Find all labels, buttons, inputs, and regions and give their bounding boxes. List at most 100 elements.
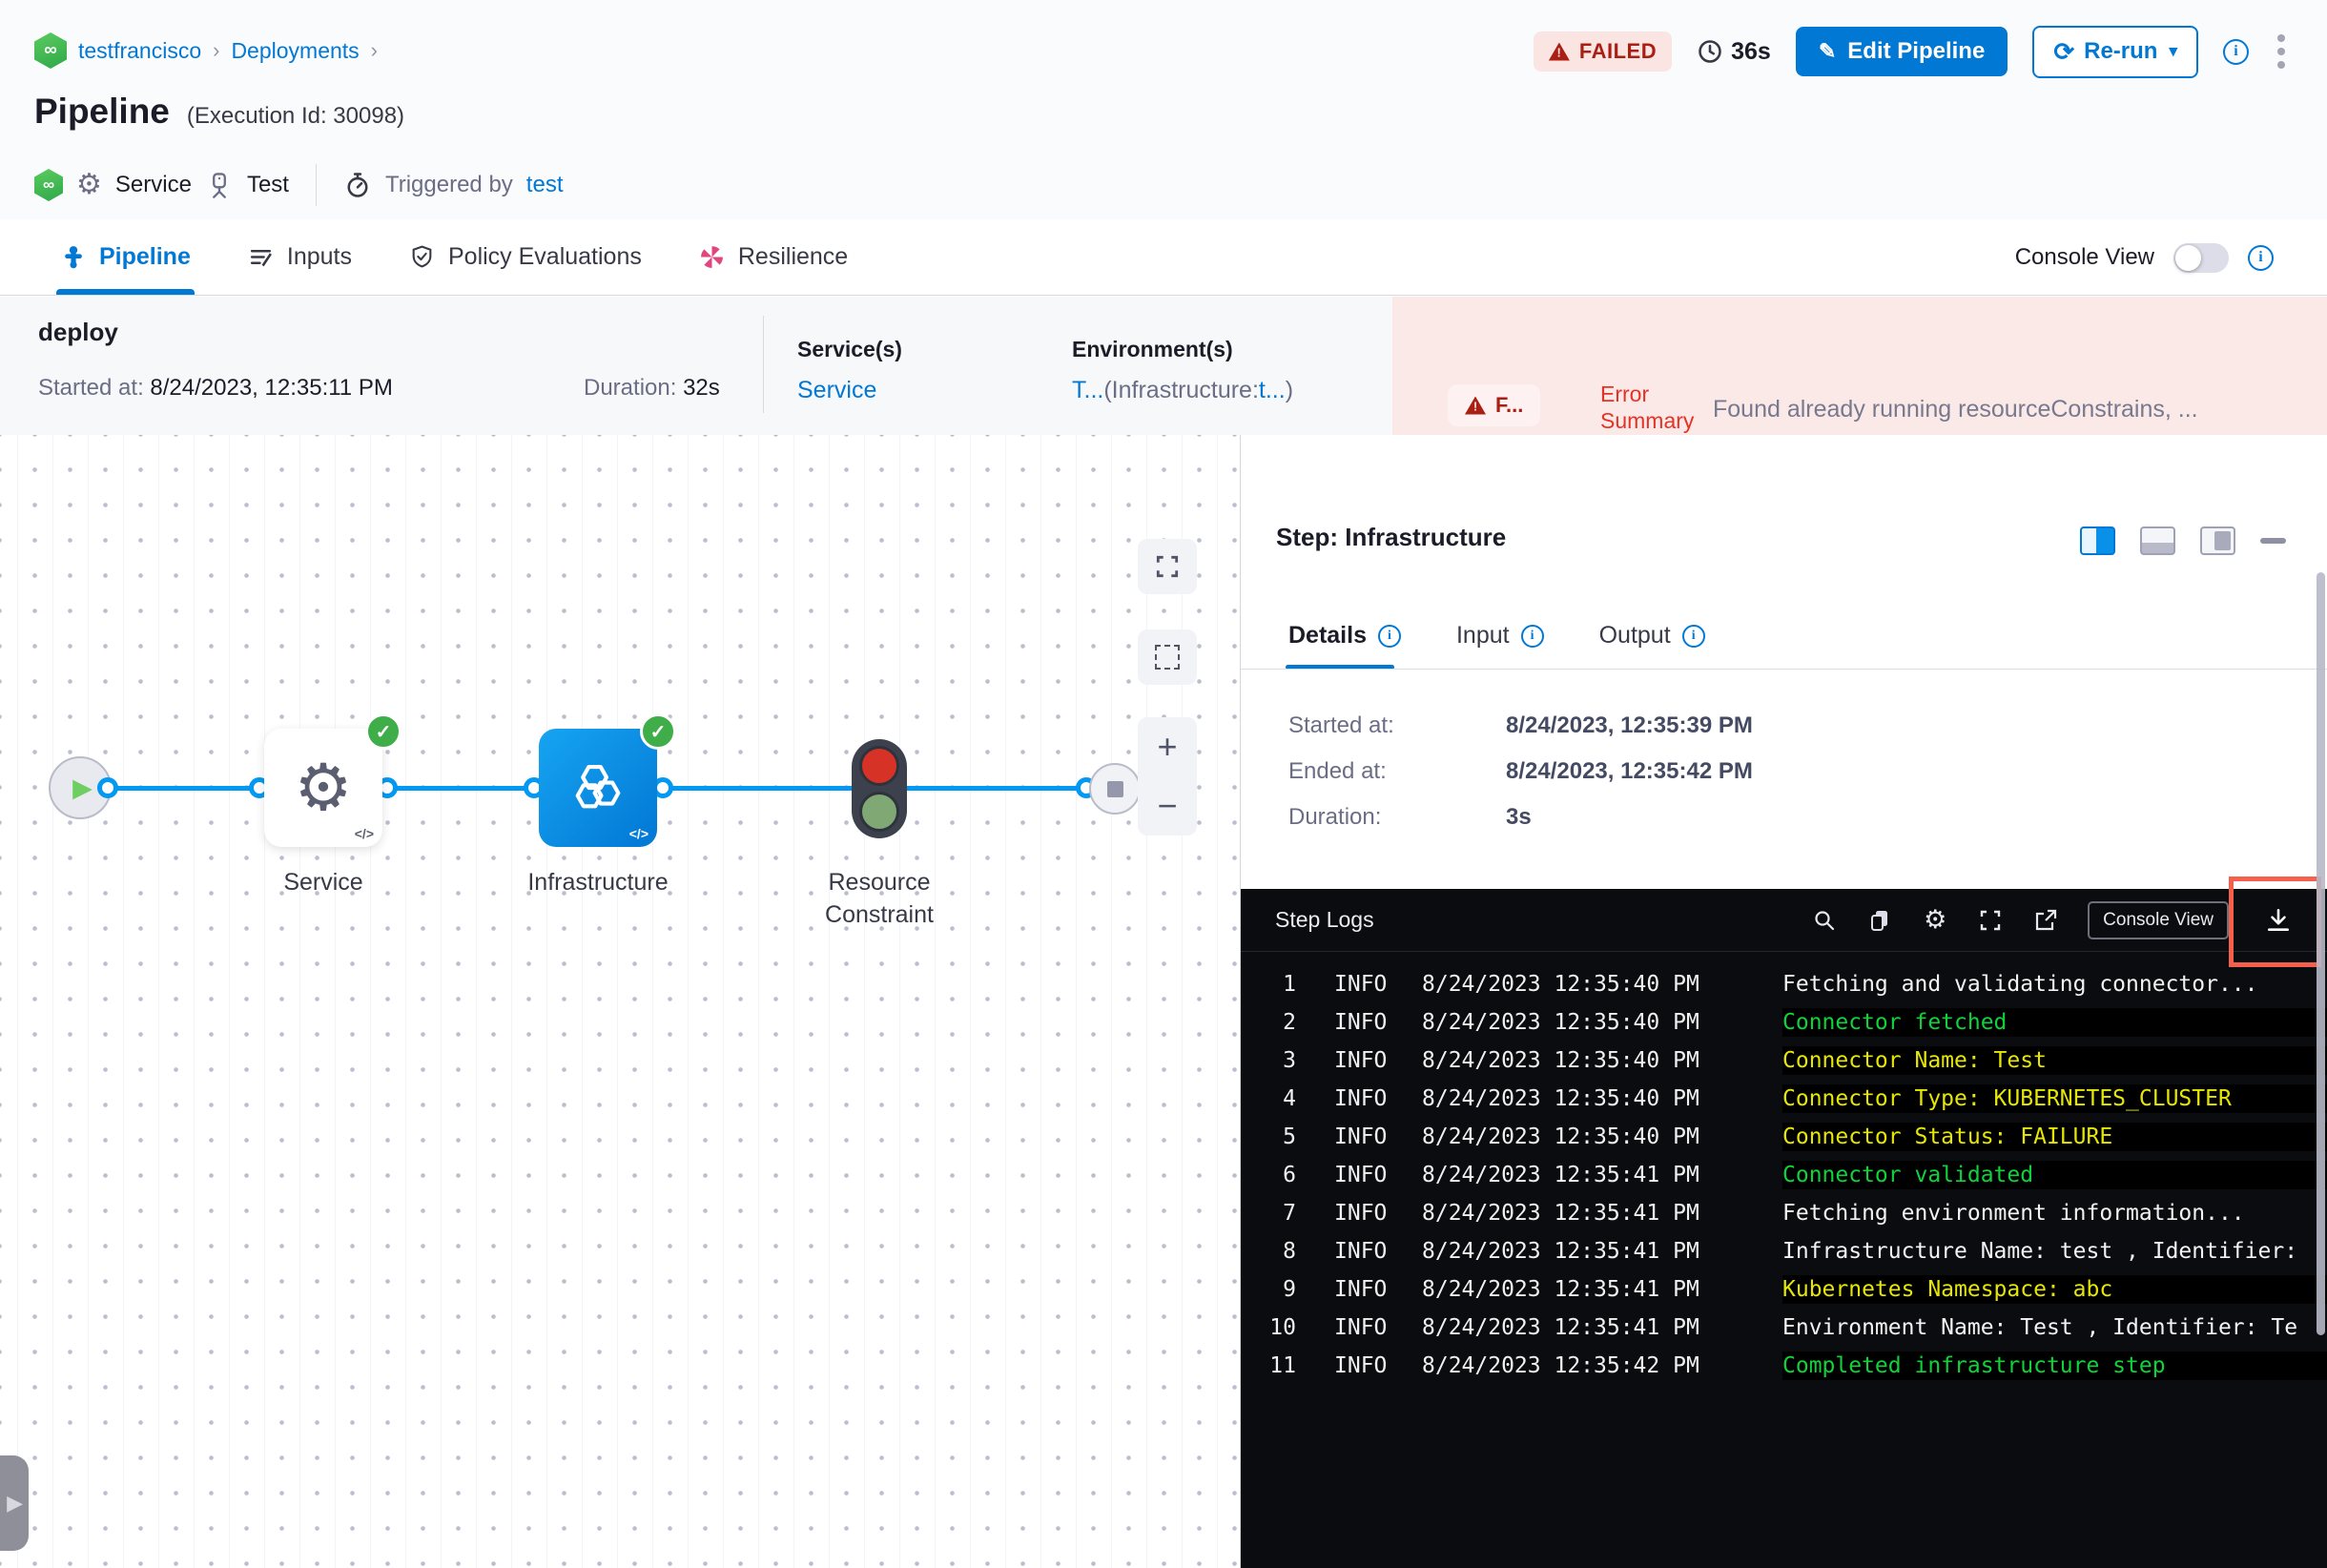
- log-line-level: INFO: [1334, 972, 1388, 997]
- warning-icon: [1465, 396, 1486, 415]
- edit-pipeline-label: Edit Pipeline: [1847, 38, 1986, 64]
- log-console-view-button[interactable]: Console View: [2088, 900, 2229, 939]
- node-label-service: Service: [283, 869, 363, 896]
- zoom-in-button[interactable]: +: [1157, 727, 1178, 766]
- log-line-time: 8/24/2023 12:35:40 PM: [1422, 1086, 1699, 1111]
- infrastructure-step-node[interactable]: </>: [539, 729, 657, 847]
- log-copy-button[interactable]: [1866, 907, 1893, 934]
- log-line-message: Connector validated: [1782, 1161, 2327, 1189]
- input-info-icon[interactable]: i: [1520, 624, 1544, 648]
- rerun-info-icon[interactable]: i: [2223, 38, 2249, 65]
- environment-suffix: ): [1285, 377, 1294, 403]
- log-fullscreen-button[interactable]: [1977, 907, 2004, 934]
- duration-label: Duration:: [584, 375, 677, 401]
- inputs-icon: [250, 250, 272, 267]
- log-line-time: 8/24/2023 12:35:41 PM: [1422, 1201, 1699, 1226]
- step-logs-toolbar: ⚙ Console View: [1811, 900, 2299, 939]
- breadcrumb: ∞ testfrancisco › Deployments ›: [34, 32, 378, 69]
- log-line[interactable]: 7 INFO 8/24/2023 12:35:41 PM Fetching en…: [1241, 1194, 2327, 1232]
- stage-name[interactable]: deploy: [38, 318, 118, 346]
- log-line-message: Connector Status: FAILURE: [1782, 1123, 2327, 1151]
- output-info-icon[interactable]: i: [1681, 624, 1705, 648]
- layout-bottom-panel-button[interactable]: [2140, 526, 2175, 555]
- tab-inputs[interactable]: Inputs: [248, 219, 352, 295]
- log-line-level: INFO: [1334, 1201, 1388, 1226]
- log-line[interactable]: 1 INFO 8/24/2023 12:35:40 PM Fetching an…: [1241, 965, 2327, 1003]
- log-line-message: Completed infrastructure step: [1782, 1351, 2327, 1380]
- log-line-message: Connector fetched: [1782, 1008, 2327, 1037]
- breadcrumb-project-link[interactable]: testfrancisco: [78, 37, 202, 63]
- log-line[interactable]: 9 INFO 8/24/2023 12:35:41 PM Kubernetes …: [1241, 1270, 2327, 1309]
- tab-output[interactable]: Output i: [1599, 622, 1705, 650]
- log-line-time: 8/24/2023 12:35:40 PM: [1422, 972, 1699, 997]
- detail-label: Started at:: [1288, 712, 1394, 738]
- panel-scrollbar[interactable]: [2317, 572, 2325, 1335]
- collapsed-panel-handle[interactable]: ▶: [0, 1455, 29, 1551]
- connector-line: [907, 786, 1086, 791]
- log-line-message: Fetching environment information...: [1782, 1201, 2245, 1226]
- infrastructure-hexagons-icon: [575, 764, 621, 809]
- external-link-icon: [2036, 909, 2057, 930]
- log-line[interactable]: 4 INFO 8/24/2023 12:35:40 PM Connector T…: [1241, 1080, 2327, 1118]
- graph-fullscreen-button[interactable]: [1138, 539, 1197, 594]
- tab-details[interactable]: Details i: [1288, 622, 1401, 650]
- edit-pipeline-button[interactable]: ✎ Edit Pipeline: [1795, 27, 2008, 76]
- log-search-button[interactable]: [1811, 907, 1838, 934]
- tab-pipeline[interactable]: Pipeline: [56, 219, 195, 295]
- console-view-toggle[interactable]: [2173, 242, 2229, 273]
- log-line-message: Connector Type: KUBERNETES_CLUSTER: [1782, 1084, 2327, 1113]
- log-line-time: 8/24/2023 12:35:40 PM: [1422, 1124, 1699, 1149]
- pipeline-start-node[interactable]: ▶: [49, 756, 112, 819]
- log-download-button[interactable]: [2257, 907, 2299, 934]
- breadcrumb-deployments-link[interactable]: Deployments: [231, 37, 360, 63]
- log-line-number: 10: [1269, 1315, 1296, 1340]
- log-line[interactable]: 5 INFO 8/24/2023 12:35:40 PM Connector S…: [1241, 1118, 2327, 1156]
- rerun-button[interactable]: ⟳ Re-run ▾: [2032, 25, 2198, 78]
- log-line-level: INFO: [1334, 1239, 1388, 1264]
- duration-value: 32s: [683, 375, 720, 401]
- green-light: [859, 792, 899, 832]
- resource-constraint-node[interactable]: [852, 739, 907, 838]
- service-tag[interactable]: Service: [114, 172, 192, 197]
- layout-right-panel-button[interactable]: [2080, 526, 2115, 555]
- search-icon: [1815, 910, 1835, 930]
- log-settings-button[interactable]: ⚙: [1924, 905, 1947, 934]
- environment-tag[interactable]: Test: [246, 172, 289, 197]
- log-line[interactable]: 8 INFO 8/24/2023 12:35:41 PM Infrastruct…: [1241, 1232, 2327, 1270]
- graph-select-button[interactable]: [1138, 629, 1197, 685]
- infrastructure-link[interactable]: t...: [1258, 377, 1286, 403]
- tab-policy-evaluations[interactable]: Policy Evaluations: [409, 219, 642, 295]
- log-line[interactable]: 2 INFO 8/24/2023 12:35:40 PM Connector f…: [1241, 1003, 2327, 1042]
- log-line[interactable]: 3 INFO 8/24/2023 12:35:40 PM Connector N…: [1241, 1042, 2327, 1080]
- detail-label: Duration:: [1288, 804, 1382, 830]
- code-icon: </>: [354, 826, 374, 841]
- tabs: Pipeline Inputs Policy Evaluations Resil…: [0, 219, 848, 295]
- log-lines[interactable]: 1 INFO 8/24/2023 12:35:40 PM Fetching an…: [1241, 965, 2327, 1385]
- success-check-icon: ✓: [365, 713, 402, 750]
- log-line[interactable]: 11 INFO 8/24/2023 12:35:42 PM Completed …: [1241, 1347, 2327, 1385]
- services-value-link[interactable]: Service: [797, 377, 877, 403]
- detail-row: Duration: 3s: [1288, 801, 1753, 834]
- log-line-number: 9: [1283, 1277, 1296, 1302]
- tab-input[interactable]: Input i: [1456, 622, 1544, 650]
- service-step-node[interactable]: ⚙ </>: [264, 729, 382, 847]
- tab-resilience[interactable]: Resilience: [699, 219, 848, 295]
- environment-link[interactable]: T...: [1072, 377, 1104, 403]
- log-line-number: 8: [1283, 1239, 1296, 1264]
- log-line[interactable]: 10 INFO 8/24/2023 12:35:41 PM Environmen…: [1241, 1309, 2327, 1347]
- elapsed-time: 36s: [1697, 38, 1771, 66]
- error-summary-text[interactable]: Found already running resourceConstrains…: [1713, 396, 2198, 423]
- details-info-icon[interactable]: i: [1377, 624, 1401, 648]
- zoom-out-button[interactable]: −: [1157, 786, 1178, 825]
- console-view-info-icon[interactable]: i: [2248, 244, 2274, 271]
- detail-row: Ended at: 8/24/2023, 12:35:42 PM: [1288, 755, 1753, 788]
- log-open-new-tab-button[interactable]: [2032, 907, 2059, 934]
- layout-floating-panel-button[interactable]: [2200, 526, 2235, 555]
- error-summary-strip: F... Error Summary Found already running…: [1392, 297, 2327, 435]
- triggered-by-user-link[interactable]: test: [525, 172, 564, 197]
- minimize-panel-button[interactable]: [2260, 538, 2286, 544]
- pipeline-graph-canvas[interactable]: ▶ ⚙ </> ✓ </> ✓ Service Infrastructure: [0, 435, 1240, 1568]
- pipeline-end-node[interactable]: [1089, 763, 1141, 815]
- log-line[interactable]: 6 INFO 8/24/2023 12:35:41 PM Connector v…: [1241, 1156, 2327, 1194]
- more-options-menu[interactable]: [2274, 31, 2289, 72]
